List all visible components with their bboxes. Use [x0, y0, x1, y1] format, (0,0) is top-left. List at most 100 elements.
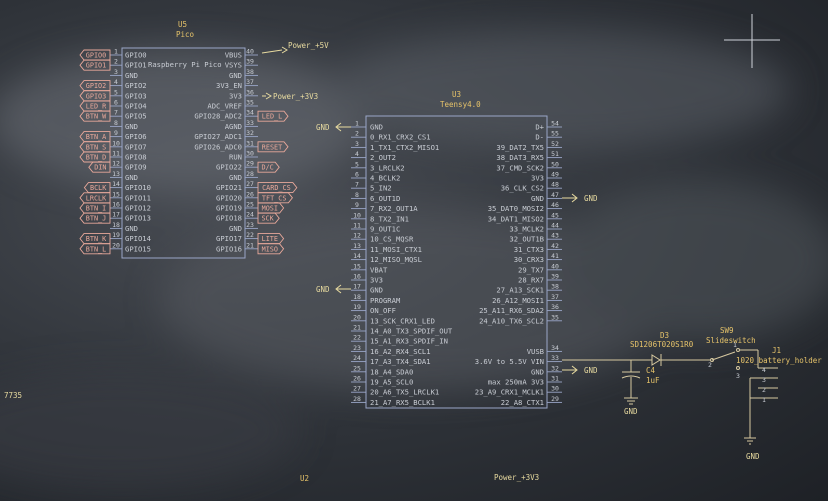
u3-body[interactable]: [365, 115, 548, 409]
u5-right-pin-number: 31: [246, 139, 254, 147]
d3-value: SD1206T020S1R0: [630, 340, 694, 349]
u5-right-pin-name: GND: [229, 224, 242, 233]
u3-left-pin-name: 0_RX1_CRX2_CS1: [370, 133, 431, 142]
u5-net-label-left: GPIO1: [86, 62, 106, 70]
u5-net-label-left-box[interactable]: [79, 141, 111, 153]
u5-left-pin-number: 16: [112, 201, 120, 209]
u3-left-pin-name: 5_IN2: [370, 184, 392, 193]
u5-net-label-left-box[interactable]: [79, 151, 111, 163]
u3-left-pin-name: 12_MISO_MQSL: [370, 255, 422, 264]
u3-right-pin-number: 33: [551, 354, 559, 362]
u5-net-label-left-box[interactable]: [79, 233, 111, 245]
u3-right-pin-name: 32_OUT1B: [509, 235, 544, 244]
j1-battery-holder[interactable]: [744, 367, 778, 445]
gnd-symbol-u3-pin32[interactable]: [562, 365, 578, 375]
u5-net-label-right: SCK: [261, 215, 274, 223]
u5-net-label-left: LED_R: [86, 103, 107, 111]
u5-net-label-left-box[interactable]: [83, 182, 111, 194]
u3-right-pin-number: 44: [551, 222, 559, 230]
u5-net-label-left-box[interactable]: [79, 212, 111, 224]
u5-body[interactable]: [121, 47, 246, 259]
u5-net-label-left-box[interactable]: [79, 100, 111, 112]
u5-net-label-left-box[interactable]: [88, 161, 111, 173]
u5-net-label-left: BTN_K: [86, 235, 107, 243]
u3-right-pin-name: 3.6V to 5.5V VIN: [475, 357, 544, 366]
u3-left-pin-number: 17: [353, 283, 361, 291]
u5-left-pin-number: 15: [112, 190, 120, 198]
u5-right-pin-name: GND: [229, 71, 242, 80]
gnd-symbol-u3-pin47[interactable]: [562, 193, 578, 203]
u5-right-pin-number: 40: [246, 48, 254, 56]
u5-net-label-right-box[interactable]: [257, 202, 285, 214]
u5-net-label-right: TFT_CS: [262, 194, 287, 202]
u2-ref: U2: [300, 474, 309, 483]
d3-diode[interactable]: [562, 354, 710, 366]
u3-left-pin-number: 22: [353, 334, 361, 342]
u5-net-label-left-box[interactable]: [79, 110, 111, 122]
c4-capacitor[interactable]: [621, 360, 641, 405]
u3-right-pin-name: max 250mA 3V3: [488, 378, 544, 387]
left-edge-number: 7735: [4, 391, 22, 400]
u5-net-label-right-box[interactable]: [257, 182, 298, 194]
u5-net-label-left-box[interactable]: [79, 243, 111, 255]
u5-right-pin-name: GPIO21: [216, 183, 242, 192]
power-5v-symbol[interactable]: [261, 46, 288, 54]
power-3v3-symbol[interactable]: [262, 92, 272, 100]
u5-net-label-left-box[interactable]: [79, 131, 111, 143]
j1-ref: J1: [772, 346, 781, 355]
u3-right-pin-name: VUSB: [527, 347, 544, 356]
u3-left-pin-name: 11_MOSI_CTX1: [370, 245, 422, 254]
u3-right-pin-name: 24_A10_TX6_SCL2: [479, 316, 544, 325]
u5-value: Pico: [176, 30, 195, 39]
u5-net-label-right-box[interactable]: [257, 161, 280, 173]
u5-net-label-left: BTN_W: [86, 113, 107, 121]
u5-net-label-right-box[interactable]: [257, 110, 289, 122]
u5-net-label-left: DIN: [94, 164, 106, 172]
u5-net-label-left-box[interactable]: [79, 192, 111, 204]
u5-left-pin-number: 19: [112, 231, 120, 239]
u5-left-pin-name: GND: [125, 173, 138, 182]
j1-pin-3: 3: [762, 376, 766, 384]
u5-net-label-left: LRCLK: [86, 194, 107, 202]
u5-net-label-right-box[interactable]: [257, 192, 293, 204]
u5-net-label-right-box[interactable]: [257, 243, 285, 255]
u3-left-pin-name: 9_OUT1C: [370, 225, 400, 234]
u5-right-pin-name: 3V3_EN: [216, 81, 242, 90]
u5-left-pin-number: 12: [112, 160, 120, 168]
u5-net-label-right-box[interactable]: [257, 212, 280, 224]
u5-right-pin-number: 22: [246, 231, 254, 239]
u5-net-label-right-box[interactable]: [257, 233, 285, 245]
u5-net-label-left-box[interactable]: [79, 90, 111, 102]
sw9-pin-1: 1: [733, 341, 737, 349]
u5-net-label-left-box[interactable]: [79, 59, 111, 71]
u3-left-pin-name: 3V3: [370, 276, 383, 285]
u5-ref: U5: [178, 20, 187, 29]
u5-net-label-right: MOSI: [262, 205, 278, 213]
u5-net-label-left: BTN_J: [86, 215, 106, 223]
u3-left-pin-name: 2_OUT2: [370, 153, 396, 162]
u5-left-pin-number: 7: [114, 109, 118, 117]
gnd-symbol-u3-pin1[interactable]: [335, 122, 351, 132]
power-5v-label: Power_+5V: [288, 41, 329, 50]
gnd-symbol-u3-pin17[interactable]: [335, 284, 351, 294]
u5-right-pin-number: 33: [246, 119, 254, 127]
u3-left-pin-number: 12: [353, 232, 361, 240]
u5-left-pin-name: GPIO8: [125, 153, 147, 162]
u5-net-label-left-box[interactable]: [79, 80, 111, 92]
u5-net-label-left: BTN_I: [86, 205, 106, 213]
u5-net-label-right-box[interactable]: [257, 141, 289, 153]
u3-right-pin-name: 30_CRX3: [514, 255, 544, 264]
u3-left-pin-number: 16: [353, 273, 361, 281]
u3-right-pin-number: 45: [551, 211, 559, 219]
u3-right-pin-name: 3V3: [531, 174, 544, 183]
gnd-label-17: GND: [316, 285, 330, 294]
u5-net-label-left-box[interactable]: [79, 49, 111, 61]
u3-left-pin-number: 24: [353, 354, 361, 362]
u5-right-pin-name: AGND: [225, 122, 242, 131]
u3-left-pin-number: 4: [355, 150, 359, 158]
u3-right-pin-name: 22_A8_CTX1: [501, 398, 544, 407]
u5-right-pin-number: 38: [246, 68, 254, 76]
j1-pin-2: 2: [762, 386, 766, 394]
u5-left-pin-number: 17: [112, 211, 120, 219]
u5-net-label-left-box[interactable]: [79, 202, 111, 214]
